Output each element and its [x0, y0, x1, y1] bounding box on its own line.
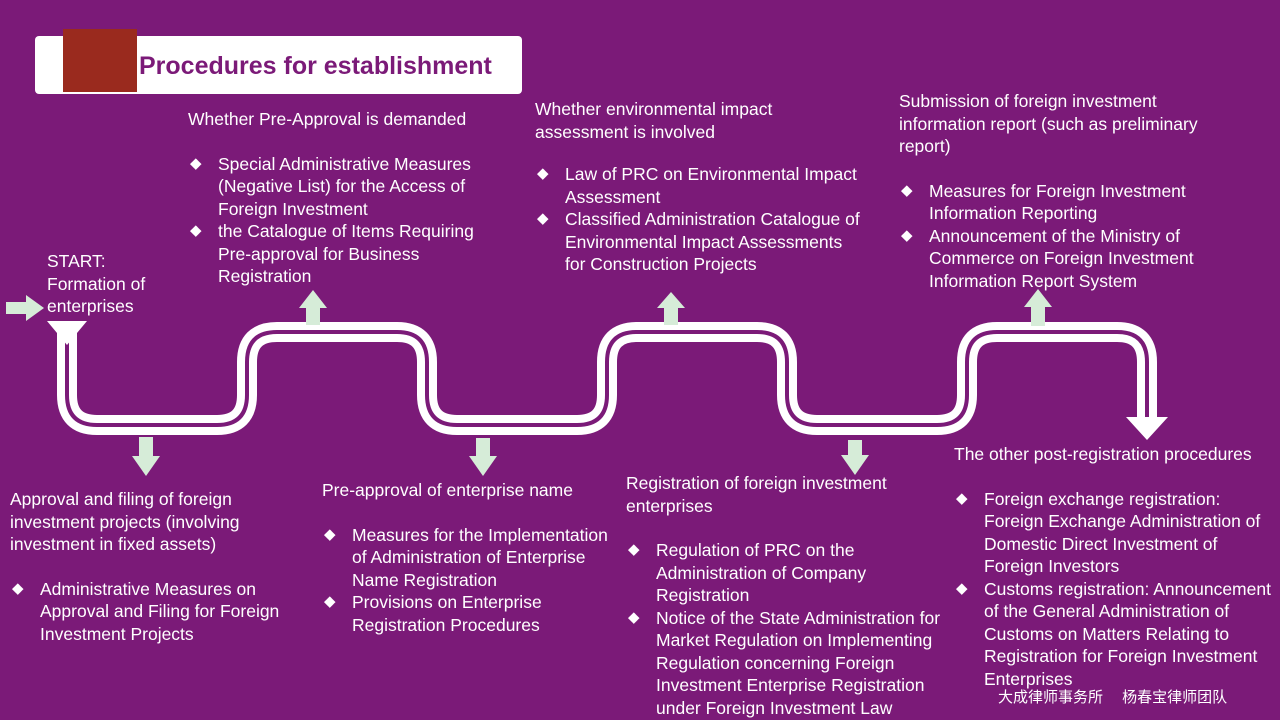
up-arrow-icon-environmental	[657, 292, 685, 325]
diamond-bullet-icon: ◆	[537, 210, 549, 227]
diamond-bullet-icon: ◆	[901, 181, 913, 199]
diamond-bullet-icon: ◆	[537, 165, 549, 182]
diamond-bullet-icon: ◆	[190, 154, 202, 172]
step-pre-approval: Whether Pre-Approval is demanded ◆Specia…	[188, 108, 498, 288]
end-arrow-icon	[1126, 417, 1168, 440]
list-item: ◆Customs registration: Announcement of t…	[956, 578, 1271, 689]
list-item: ◆Regulation of PRC on the Administration…	[628, 540, 867, 605]
list-item: ◆Measures for Foreign Investment Informa…	[901, 180, 1186, 224]
diamond-bullet-icon: ◆	[324, 593, 336, 610]
diamond-bullet-icon: ◆	[190, 222, 202, 239]
step-heading: Registration of foreign investment enter…	[626, 473, 887, 516]
down-arrow-icon-registration	[841, 440, 869, 475]
step-heading: Submission of foreign investment informa…	[899, 91, 1198, 156]
step-approval-filing: Approval and filing of foreign investmen…	[10, 488, 310, 645]
diamond-bullet-icon: ◆	[628, 608, 640, 626]
start-label: START: Formation of enterprises	[47, 251, 146, 316]
diamond-bullet-icon: ◆	[901, 226, 913, 244]
step-heading: Whether environmental impact assessment …	[535, 99, 773, 142]
start-triangle-icon	[47, 321, 87, 345]
diamond-bullet-icon: ◆	[956, 489, 968, 507]
diamond-bullet-icon: ◆	[628, 541, 640, 558]
step-heading: Pre-approval of enterprise name	[322, 480, 573, 500]
list-item: ◆Provisions on Enterprise Registration P…	[324, 592, 542, 635]
step-registration: Registration of foreign investment enter…	[626, 472, 946, 719]
down-arrow-icon-name-approval	[469, 438, 497, 476]
list-item: ◆Law of PRC on Environmental Impact Asse…	[537, 164, 857, 207]
list-item: ◆Notice of the State Administration for …	[628, 607, 941, 718]
step-heading: Approval and filing of foreign investmen…	[10, 489, 240, 554]
page-title: Procedures for establishment	[139, 52, 492, 80]
step-info-report: Submission of foreign investment informa…	[899, 90, 1229, 292]
list-item: ◆Special Administrative Measures (Negati…	[190, 153, 471, 219]
entry-arrow-icon	[6, 295, 44, 321]
step-name-approval: Pre-approval of enterprise name ◆Measure…	[322, 479, 612, 636]
diamond-bullet-icon: ◆	[956, 579, 968, 597]
step-heading: The other post-registration procedures	[954, 444, 1252, 464]
step-heading: Whether Pre-Approval is demanded	[188, 109, 467, 129]
list-item: ◆Announcement of the Ministry of Commerc…	[901, 225, 1194, 291]
footer-credit: 大成律师事务所 杨春宝律师团队	[998, 689, 1228, 706]
step-post-registration: The other post-registration procedures ◆…	[954, 443, 1278, 690]
list-item: ◆Classified Administration Catalogue of …	[537, 209, 860, 274]
process-path-inner	[65, 330, 1149, 427]
diamond-bullet-icon: ◆	[324, 525, 336, 543]
list-item: ◆Measures for the Implementation of Admi…	[324, 524, 608, 590]
list-item: ◆Administrative Measures on Approval and…	[12, 578, 280, 644]
up-arrow-icon-info-report	[1024, 289, 1052, 326]
diamond-bullet-icon: ◆	[12, 579, 24, 597]
step-environmental: Whether environmental impact assessment …	[535, 98, 865, 276]
list-item: ◆Foreign exchange registration: Foreign …	[956, 488, 1261, 577]
up-arrow-icon-pre-approval	[299, 290, 327, 325]
list-item: ◆the Catalogue of Items Requiring Pre-ap…	[190, 221, 474, 286]
title-accent-block	[63, 29, 137, 92]
down-arrow-icon-approval-filing	[132, 437, 160, 476]
